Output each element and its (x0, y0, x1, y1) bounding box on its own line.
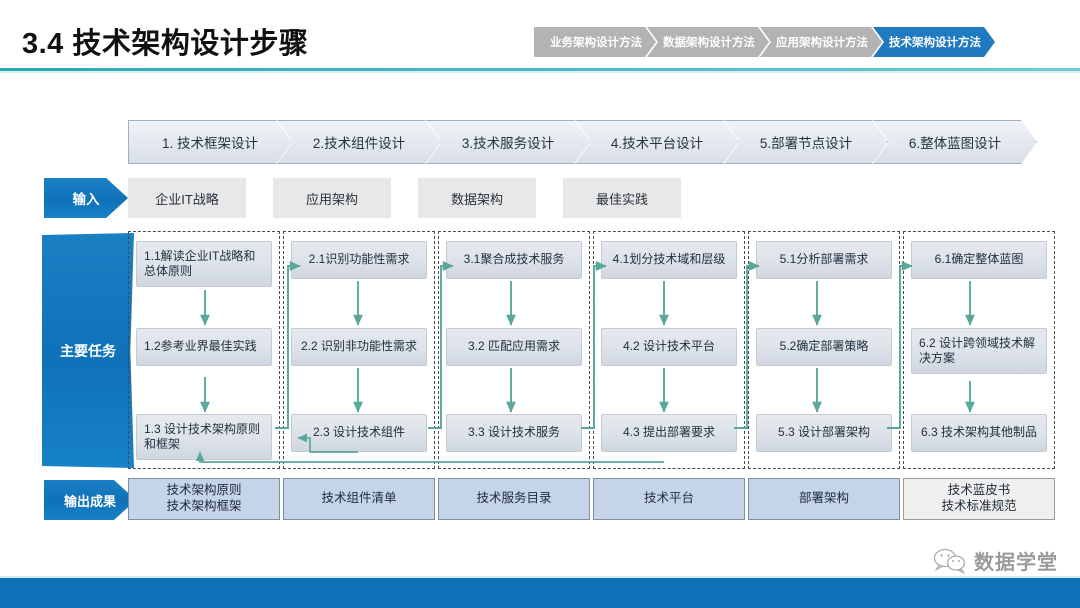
input-box-data-architecture: 数据架构 (418, 178, 536, 218)
step-3[interactable]: 3.技术服务设计 (426, 120, 590, 164)
step-1[interactable]: 1. 技术框架设计 (128, 120, 292, 164)
output-box-3: 技术服务目录 (438, 478, 590, 520)
watermark: 数据学堂 (933, 546, 1058, 575)
title-rule (0, 68, 1080, 71)
task-columns: 1.1解读企业IT战略和总体原则 1.2参考业界最佳实践 1.3 设计技术架构原… (128, 231, 1058, 469)
task-5-3: 5.3 设计部署架构 (756, 414, 892, 452)
breadcrumb-item-application[interactable]: 应用架构设计方法 (760, 27, 882, 57)
row-label-input: 输入 (44, 178, 128, 218)
step-5[interactable]: 5.部署节点设计 (724, 120, 888, 164)
breadcrumb-item-technology[interactable]: 技术架构设计方法 (873, 27, 995, 57)
output-box-4: 技术平台 (593, 478, 745, 520)
task-column-4: 4.1划分技术域和层级 4.2 设计技术平台 4.3 提出部署要求 (593, 231, 745, 469)
task-3-2: 3.2 匹配应用需求 (446, 328, 582, 366)
input-box-best-practice: 最佳实践 (563, 178, 681, 218)
breadcrumb-item-business[interactable]: 业务架构设计方法 (534, 27, 656, 57)
task-3-1: 3.1聚合成技术服务 (446, 241, 582, 279)
input-box-application-architecture: 应用架构 (273, 178, 391, 218)
breadcrumb-item-data[interactable]: 数据架构设计方法 (647, 27, 769, 57)
task-5-1: 5.1分析部署需求 (756, 241, 892, 279)
bottom-accent-line (0, 576, 1080, 578)
page-title: 3.4 技术架构设计步骤 (22, 28, 309, 60)
task-6-1: 6.1确定整体蓝图 (911, 241, 1047, 279)
wechat-icon (933, 548, 966, 574)
title-rule-secondary (0, 71, 1080, 73)
task-2-3: 2.3 设计技术组件 (291, 414, 427, 452)
row-label-main-tasks: 主要任务 (42, 233, 134, 468)
output-row: 技术架构原则 技术架构框架 技术组件清单 技术服务目录 技术平台 部署架构 技术… (128, 478, 1058, 520)
task-column-2: 2.1识别功能性需求 2.2 识别非功能性需求 2.3 设计技术组件 (283, 231, 435, 469)
task-4-2: 4.2 设计技术平台 (601, 328, 737, 366)
task-2-1: 2.1识别功能性需求 (291, 241, 427, 279)
task-1-1: 1.1解读企业IT战略和总体原则 (136, 241, 272, 287)
breadcrumb: 业务架构设计方法 数据架构设计方法 应用架构设计方法 技术架构设计方法 (534, 27, 995, 57)
watermark-text: 数据学堂 (974, 552, 1058, 574)
task-1-3: 1.3 设计技术架构原则和框架 (136, 414, 272, 460)
task-column-3: 3.1聚合成技术服务 3.2 匹配应用需求 3.3 设计技术服务 (438, 231, 590, 469)
output-box-5: 部署架构 (748, 478, 900, 520)
task-5-2: 5.2确定部署策略 (756, 328, 892, 366)
task-6-2: 6.2 设计跨领域技术解决方案 (911, 328, 1047, 374)
output-box-1: 技术架构原则 技术架构框架 (128, 478, 280, 520)
input-row: 企业IT战略 应用架构 数据架构 最佳实践 (128, 178, 708, 218)
input-box-it-strategy: 企业IT战略 (128, 178, 246, 218)
task-column-6: 6.1确定整体蓝图 6.2 设计跨领域技术解决方案 6.3 技术架构其他制品 (903, 231, 1055, 469)
row-label-output: 输出成果 (44, 480, 136, 520)
task-column-1: 1.1解读企业IT战略和总体原则 1.2参考业界最佳实践 1.3 设计技术架构原… (128, 231, 280, 469)
task-column-5: 5.1分析部署需求 5.2确定部署策略 5.3 设计部署架构 (748, 231, 900, 469)
task-4-3: 4.3 提出部署要求 (601, 414, 737, 452)
task-3-3: 3.3 设计技术服务 (446, 414, 582, 452)
step-4[interactable]: 4.技术平台设计 (575, 120, 739, 164)
task-2-2: 2.2 识别非功能性需求 (291, 328, 427, 366)
step-2[interactable]: 2.技术组件设计 (277, 120, 441, 164)
task-1-2: 1.2参考业界最佳实践 (136, 328, 272, 366)
bottom-bar (0, 578, 1080, 608)
output-box-2: 技术组件清单 (283, 478, 435, 520)
task-4-1: 4.1划分技术域和层级 (601, 241, 737, 279)
output-box-6: 技术蓝皮书 技术标准规范 (903, 478, 1055, 520)
step-chevron-bar: 1. 技术框架设计 2.技术组件设计 3.技术服务设计 4.技术平台设计 5.部… (128, 120, 1037, 164)
task-6-3: 6.3 技术架构其他制品 (911, 414, 1047, 452)
step-6[interactable]: 6.整体蓝图设计 (873, 120, 1037, 164)
